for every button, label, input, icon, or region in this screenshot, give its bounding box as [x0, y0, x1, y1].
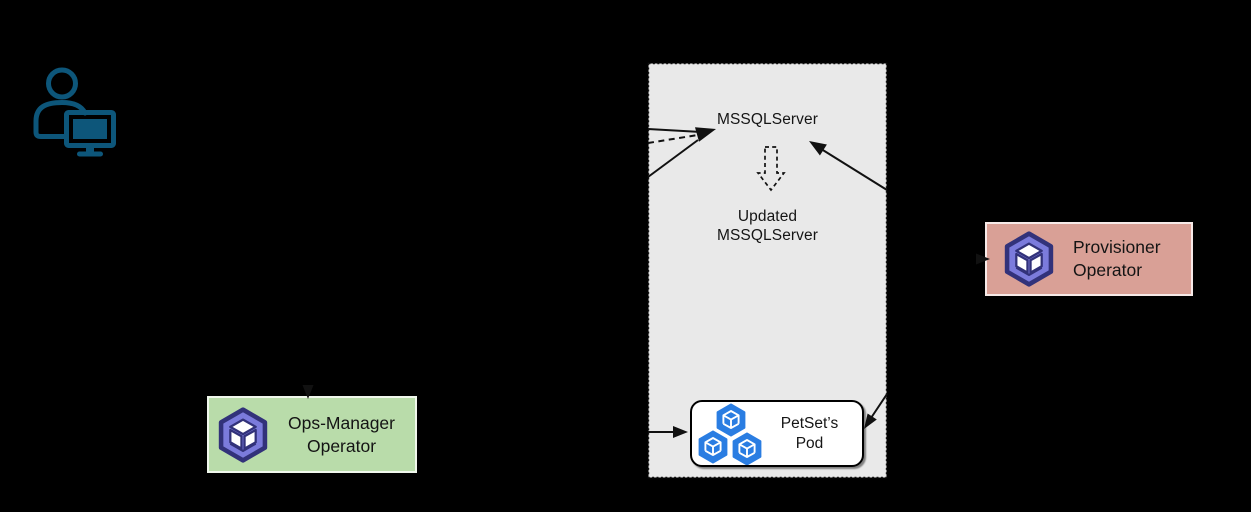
operator-cube-icon [218, 406, 268, 463]
user-torso [33, 99, 88, 139]
updated-label-line1: Updated [737, 208, 798, 225]
provisioner-label-line1: Provisioner [1073, 237, 1161, 257]
petset-pod-label: PetSet’s Pod [763, 414, 862, 454]
ops-manager-label-line1: Ops-Manager [288, 412, 395, 433]
provisioner-label-line2: Operator [1073, 260, 1143, 280]
user-head [46, 67, 78, 100]
petset-label-line2: Pod [795, 434, 824, 452]
updated-label-line2: MSSQLServer [716, 227, 819, 244]
operator-cube-icon [1004, 231, 1054, 287]
pods-icon [698, 403, 762, 465]
petset-label-line1: PetSet’s [780, 414, 839, 432]
pod-cube-top [716, 403, 746, 436]
monitor-stand [86, 145, 94, 152]
petset-pod-box: PetSet’s Pod [690, 400, 864, 467]
ops-manager-operator-box: Ops-Manager Operator [207, 396, 417, 473]
user-at-computer-icon [33, 67, 116, 157]
monitor-screen [73, 119, 107, 139]
pod-cube-left [698, 430, 728, 463]
updated-mssqlserver-label: Updated MSSQLServer [648, 207, 887, 245]
monitor-base [77, 151, 103, 157]
provisioner-operator-label: Provisioner Operator [1073, 236, 1161, 282]
ops-manager-label-line2: Operator [306, 435, 377, 456]
mssqlserver-label: MSSQLServer [716, 111, 819, 128]
pod-cube-right [732, 432, 762, 465]
ops-manager-operator-label: Ops-Manager Operator [272, 412, 415, 458]
provisioner-operator-box: Provisioner Operator [985, 222, 1193, 296]
